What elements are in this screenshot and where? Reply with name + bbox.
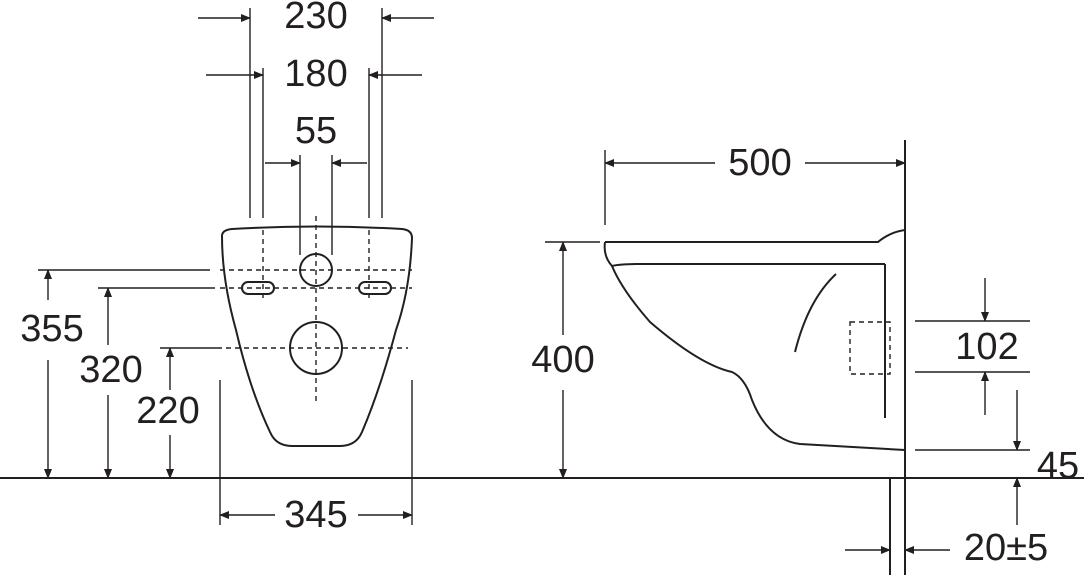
side-view: 500 400 102 45 20±5 (531, 140, 1079, 575)
bowl-outline-side (603, 229, 906, 451)
water-inlet-hole (299, 253, 333, 287)
outlet-hole (289, 321, 343, 375)
bowl-outline-front (220, 225, 414, 447)
dim-500-label: 500 (728, 142, 791, 184)
dim-345-label: 345 (284, 494, 347, 536)
dim-355-label: 355 (20, 308, 83, 350)
dim-55-label: 55 (295, 110, 337, 152)
mounting-slot-left (241, 281, 275, 295)
dim-45-label: 45 (1037, 445, 1079, 487)
front-view: 230 180 55 355 320 220 345 (20, 0, 434, 536)
mounting-slot-right (358, 281, 392, 295)
dim-180-label: 180 (284, 53, 347, 95)
dim-320-label: 320 (79, 349, 142, 391)
dim-400-label: 400 (531, 339, 594, 381)
dim-20-label: 20±5 (964, 527, 1048, 569)
dim-220-label: 220 (136, 390, 199, 432)
dim-102-label: 102 (955, 326, 1018, 368)
dim-230-label: 230 (284, 0, 347, 37)
